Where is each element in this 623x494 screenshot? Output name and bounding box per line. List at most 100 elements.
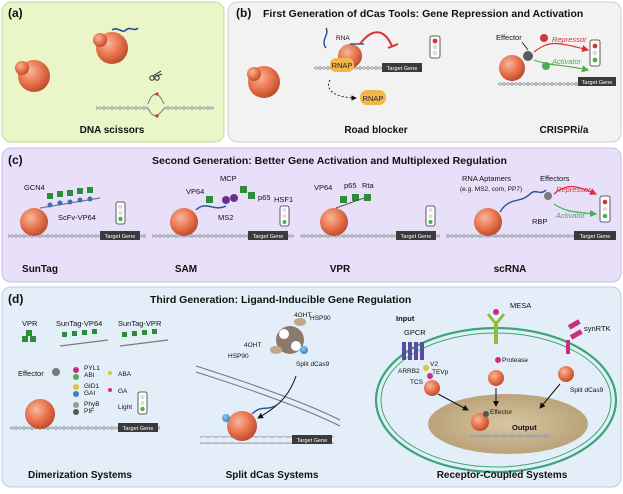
tcs-label: TCS (410, 379, 424, 386)
mesa-label: MESA (510, 301, 531, 310)
rta-label: Rta (362, 181, 375, 190)
suntag-vpr-label: SunTag-VPR (118, 319, 162, 328)
caption-scrna: scRNA (494, 264, 527, 275)
effector-label-d2: Effector (490, 409, 513, 416)
suntag-epitopes (47, 187, 93, 208)
effector-label-b: Effector (496, 33, 522, 42)
input-label: Input (396, 314, 415, 323)
target-gene-box-d1 (118, 423, 158, 432)
vp64-sam-label: VP64 (186, 187, 204, 196)
gai-label: GAI (84, 390, 95, 397)
effectors-label: Effectors (540, 174, 570, 183)
output-label: Output (512, 423, 537, 432)
effector-d-label: Effector (18, 369, 44, 378)
gpcr-label: GPCR (404, 328, 426, 337)
target-gene-label-d2: Target Gene (297, 438, 328, 444)
target-gene-label-d1: Target Gene (123, 426, 154, 432)
panel-b-caption-right: CRISPRi/a (540, 125, 589, 136)
target-gene-box-c1 (100, 231, 140, 240)
panel-d: (d) Third Generation: Ligand-Inducible G… (1, 286, 622, 488)
4oht-label-a: 4OHT (294, 312, 311, 319)
cas9-guide-complex (93, 27, 139, 64)
target-gene-box-c4 (574, 231, 616, 240)
synrtk-label: synRTK (584, 324, 611, 333)
hsf1-label: HSF1 (274, 195, 293, 204)
panel-d-title: Third Generation: Ligand-Inducible Gene … (150, 294, 411, 306)
target-gene-label-c3: Target Gene (401, 234, 432, 240)
dna-double-strand (96, 92, 214, 118)
aba-label: ABA (118, 371, 132, 378)
activator-label-c: Activator (555, 211, 586, 220)
panel-c-letter: (c) (8, 153, 23, 167)
panel-c: (c) Second Generation: Better Gene Activ… (1, 147, 622, 283)
v2-label: V2 (430, 361, 438, 368)
panel-a-caption: DNA scissors (80, 125, 145, 136)
rna-label: RNA (336, 35, 350, 42)
rbp-label: RBP (532, 217, 547, 226)
panel-a: (a) DNA scissors (1, 1, 225, 143)
protease-label: Protease (502, 357, 528, 364)
road-blocker-complex: RNAP RNA Target Gene RNAP (314, 27, 441, 105)
panel-c-title: Second Generation: Better Gene Activatio… (152, 155, 507, 167)
scrna-module: RNA Aptamers (e.g. MS2, com, PP7) Effect… (446, 174, 616, 240)
target-gene-box-c2 (248, 231, 288, 240)
cas9-apo (15, 60, 50, 92)
split-dcas9-label-2: Split dCas9 (570, 387, 604, 394)
panel-b-letter: (b) (236, 6, 251, 20)
crispri-a-complex: Effector Repressor Activator Target Gene (496, 33, 616, 86)
p65-vpr-label: p65 (344, 181, 357, 190)
scissors-icon (149, 70, 163, 81)
pif-label: PIF (84, 408, 94, 415)
panel-a-letter: (a) (8, 6, 23, 20)
panel-b-caption-left: Road blocker (344, 125, 407, 136)
aptamers-label-2: (e.g. MS2, com, PP7) (460, 186, 522, 193)
rnap-label-1: RNAP (332, 61, 353, 70)
rnap-label-2: RNAP (363, 94, 384, 103)
vpr-module: VP64 p65 Rta Target Gene (300, 181, 440, 240)
target-gene-label-c1: Target Gene (105, 234, 136, 240)
aptamers-label-1: RNA Aptamers (462, 174, 511, 183)
split-dcas-module: 4OHT HSP90 4OHT HSP90 Split dCas9 Target… (195, 312, 341, 444)
caption-dimerization: Dimerization Systems (28, 470, 132, 481)
activator-label-b: Activator (551, 57, 582, 66)
repressor-label-c: Repressor (556, 185, 591, 194)
receptor-coupled-module: Input GPCR V2 ARRB2 TEVp TCS MESA Protea… (374, 301, 618, 474)
tevp-label: TEVp (432, 369, 449, 376)
caption-receptor: Receptor-Coupled Systems (437, 470, 568, 481)
panel-d-letter: (d) (8, 292, 23, 306)
caption-vpr: VPR (330, 264, 351, 275)
caption-suntag: SunTag (22, 264, 58, 275)
hsp90-label-a: HSP90 (310, 315, 331, 322)
pyl1-label: PYL1 (84, 365, 100, 372)
suntag-module: GCN4 ScFv-VP64 Target Gene (8, 183, 146, 240)
panel-b: (b) First Generation of dCas Tools: Gene… (227, 1, 622, 143)
target-gene-label-c2: Target Gene (253, 234, 284, 240)
sam-module: VP64 MCP p65 HSF1 MS2 Target Gene (152, 174, 294, 240)
abi-label: ABI (84, 372, 95, 379)
mesa-receptor (486, 309, 506, 344)
caption-sam: SAM (175, 264, 197, 275)
target-gene-box-b2 (578, 77, 616, 86)
vp64-vpr-label: VP64 (314, 183, 332, 192)
split-dcas9-label: Split dCas9 (296, 361, 330, 368)
nucleus (428, 394, 588, 454)
light-label: Light (118, 404, 132, 411)
vpr-d-label: VPR (22, 319, 38, 328)
gid1-label: GID1 (84, 383, 100, 390)
suntag-vp64-label: SunTag-VP64 (56, 319, 102, 328)
phyb-label: PhyB (84, 401, 100, 408)
target-gene-label-c4: Target Gene (580, 234, 611, 240)
target-gene-box-b1 (382, 63, 422, 72)
target-gene-label-b2: Target Gene (582, 80, 613, 86)
dimerization-module: VPR SunTag-VP64 SunTag-VPR Effector PYL1… (10, 319, 169, 432)
target-gene-box-c3 (396, 231, 436, 240)
synrtk-receptor (566, 319, 583, 354)
target-gene-label-b1: Target Gene (387, 66, 418, 72)
gcn4-label: GCN4 (24, 183, 45, 192)
arrb2-label: ARRB2 (398, 368, 420, 375)
panel-c-background (1, 147, 622, 283)
p65-sam-label: p65 (258, 193, 271, 202)
panel-b-title: First Generation of dCas Tools: Gene Rep… (263, 8, 583, 20)
